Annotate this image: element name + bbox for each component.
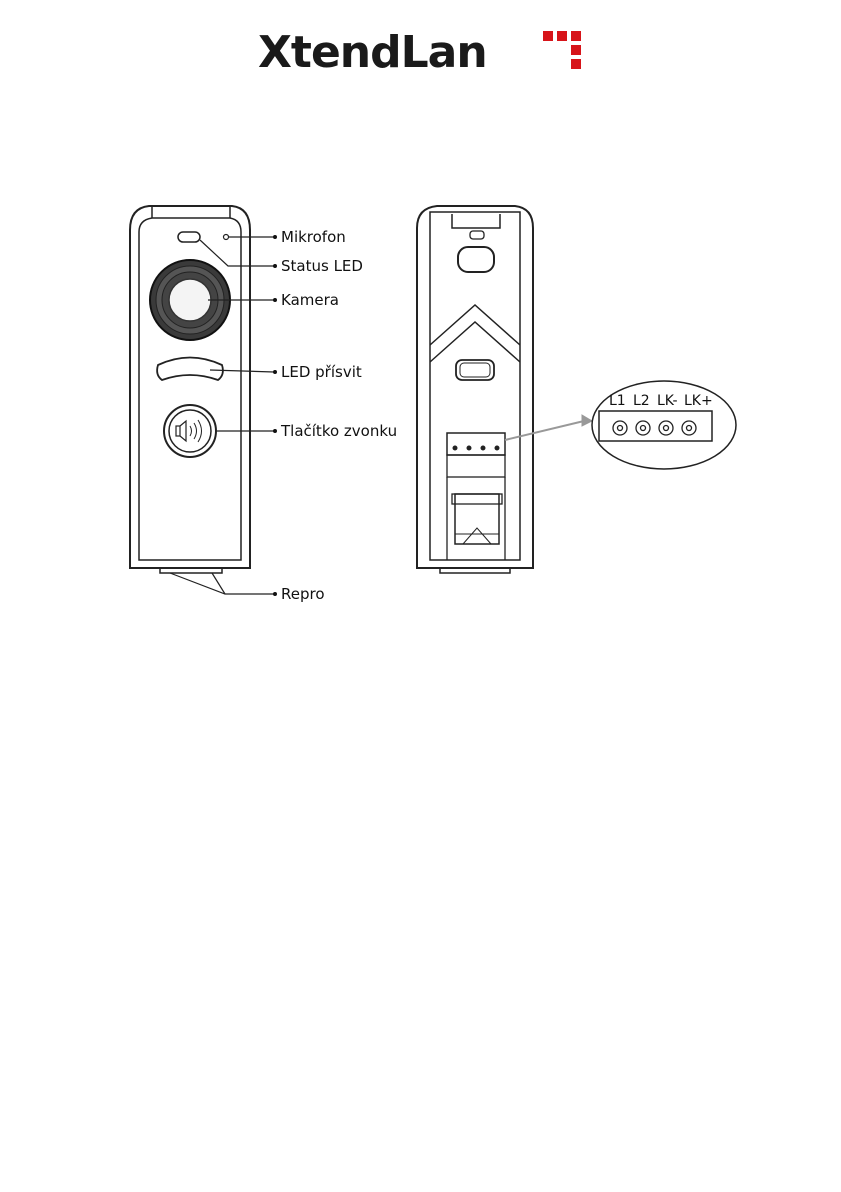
label-kamera: Kamera xyxy=(281,291,339,309)
terminal-label-l2: L2 xyxy=(633,393,650,409)
label-tlacitko-zvonku: Tlačítko zvonku xyxy=(281,422,397,440)
callout-dots xyxy=(273,235,277,596)
status-led xyxy=(178,232,200,242)
terminal-label-l1: L1 xyxy=(609,393,626,409)
label-status-led: Status LED xyxy=(281,257,363,275)
terminal-label-lk-plus: LK+ xyxy=(684,393,713,409)
terminal-screws xyxy=(613,421,696,435)
label-mikrofon: Mikrofon xyxy=(281,228,346,246)
doorbell-button xyxy=(164,405,216,457)
label-repro: Repro xyxy=(281,585,325,603)
label-led-prisvit: LED přísvit xyxy=(281,363,362,381)
microphone xyxy=(224,235,229,240)
terminal-label-lk-minus: LK- xyxy=(657,393,678,409)
front-view xyxy=(130,206,250,573)
led-light-bar xyxy=(157,358,223,381)
back-view xyxy=(417,206,533,573)
